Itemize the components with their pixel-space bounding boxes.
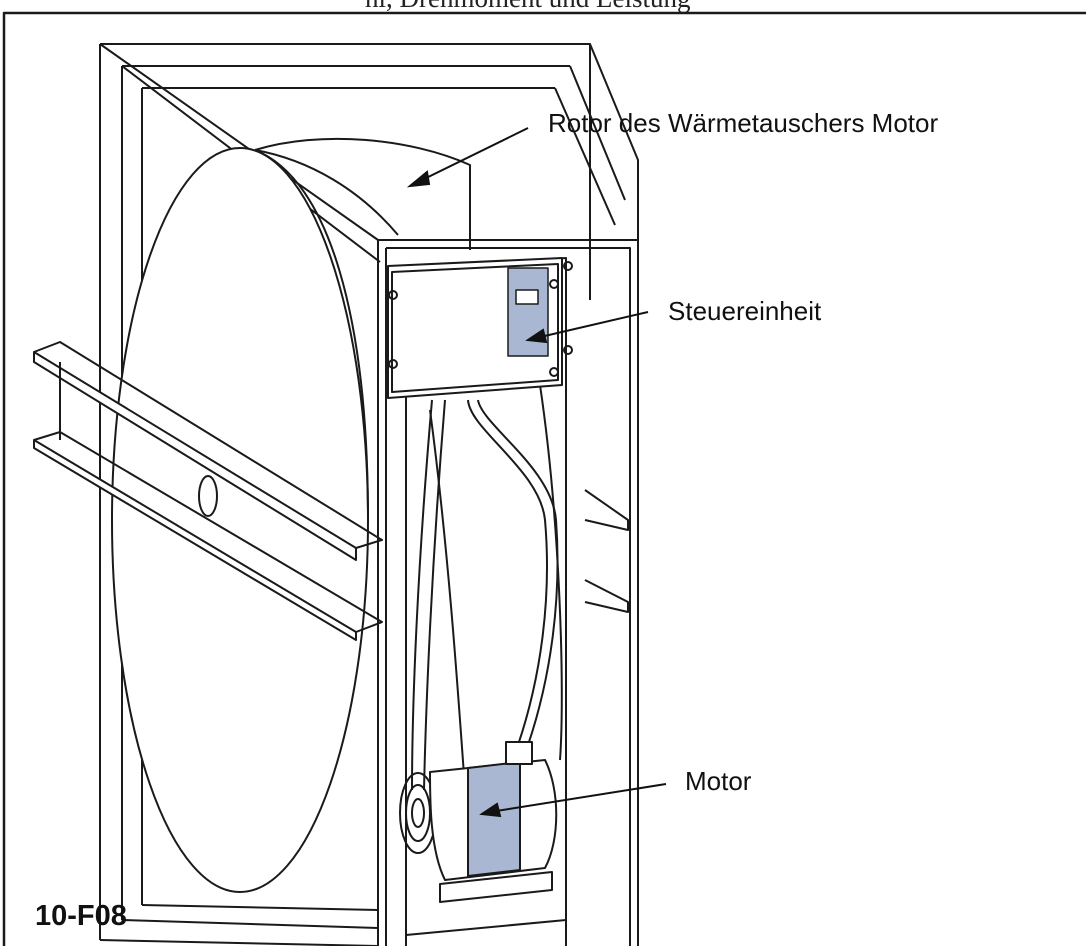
figure-border xyxy=(2,11,1086,946)
rotor-edge-right xyxy=(254,149,369,521)
arrowhead-rotor xyxy=(406,170,431,188)
screw-2 xyxy=(388,359,398,369)
screw-6 xyxy=(563,345,573,355)
rotor-rim xyxy=(254,137,471,250)
pulley-inner xyxy=(411,798,425,828)
screw-1 xyxy=(388,290,398,300)
left-beam-lower-top xyxy=(33,431,383,633)
motor-band xyxy=(467,761,521,877)
motor-base xyxy=(439,871,553,903)
drive-belt xyxy=(411,399,446,791)
front-frame-bottom xyxy=(405,919,567,936)
rotor-rim-inner xyxy=(254,149,399,236)
front-frame-outer xyxy=(377,239,639,946)
label-motor: Motor xyxy=(685,766,752,796)
control-panel xyxy=(507,267,549,357)
rotor-wheel xyxy=(111,147,369,893)
pulley-mid xyxy=(405,784,431,842)
top-rail xyxy=(554,43,639,240)
left-beam-lower xyxy=(33,439,357,641)
left-beam-upper xyxy=(33,351,357,561)
cut-off-heading-text: hl, Drehmoment und Leistung xyxy=(365,0,690,14)
motor-terminal-box xyxy=(505,741,533,765)
right-beam-upper xyxy=(584,489,629,531)
figure-code: 10-F08 xyxy=(35,900,127,932)
screw-5 xyxy=(563,261,573,271)
left-beam-upper-top xyxy=(33,341,383,549)
label-rotor: Rotor des Wärmetauschers Motor xyxy=(548,108,939,138)
control-display xyxy=(515,289,539,305)
arrowhead-control-unit xyxy=(525,328,548,344)
bottom-rail xyxy=(99,904,379,946)
rotor-hub xyxy=(198,475,218,517)
leader-motor xyxy=(489,783,667,813)
front-frame-inner xyxy=(385,247,631,946)
screw-4 xyxy=(549,367,559,377)
control-box-lid xyxy=(391,263,559,393)
arrowhead-motor xyxy=(479,802,502,818)
leader-control-unit xyxy=(535,311,649,339)
right-beam-lower xyxy=(584,579,629,613)
cable xyxy=(467,399,559,746)
label-control-unit: Steuereinheit xyxy=(668,296,822,326)
leader-rotor xyxy=(417,127,529,183)
screw-3 xyxy=(549,279,559,289)
